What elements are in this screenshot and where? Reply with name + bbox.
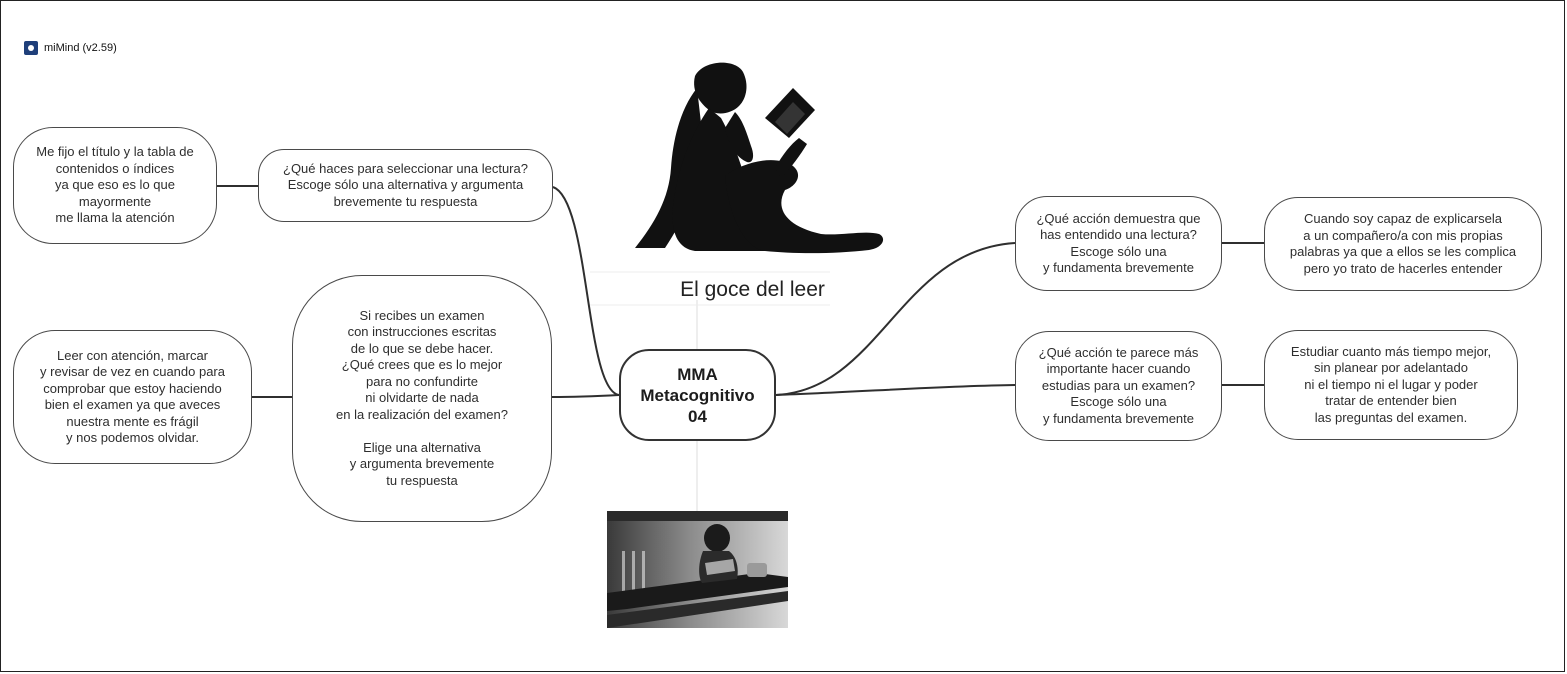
answer-node-understood-reading[interactable]: Cuando soy capaz de explicarsela a un co… <box>1264 197 1542 291</box>
link-central-left-q1 <box>552 186 620 396</box>
answer-node-exam-study[interactable]: Estudiar cuanto más tiempo mejor, sin pl… <box>1264 330 1518 440</box>
link-central-right-q2 <box>775 384 1016 396</box>
question-node-select-reading[interactable]: ¿Qué haces para seleccionar una lectura?… <box>258 149 553 222</box>
question-node-exam-instructions[interactable]: Si recibes un examen con instrucciones e… <box>292 275 552 522</box>
app-title: miMind (v2.59) <box>44 42 117 54</box>
answer-node-exam-instructions[interactable]: Leer con atención, marcar y revisar de v… <box>13 330 252 464</box>
link-central-left-q2 <box>551 394 620 398</box>
central-node[interactable]: MMA Metacognitivo 04 <box>619 349 776 441</box>
reading-woman-silhouette <box>635 62 884 254</box>
link-central-right-q1 <box>775 242 1016 396</box>
question-node-understood-reading[interactable]: ¿Qué acción demuestra que has entendido … <box>1015 196 1222 291</box>
app-title-bar: miMind (v2.59) <box>24 41 117 55</box>
diagram-caption: El goce del leer <box>680 278 825 301</box>
mimind-logo-icon <box>24 41 38 55</box>
question-node-exam-study[interactable]: ¿Qué acción te parece más importante hac… <box>1015 331 1222 441</box>
answer-node-select-reading[interactable]: Me fijo el título y la tabla de contenid… <box>13 127 217 244</box>
bench-reader-photo <box>607 511 788 628</box>
